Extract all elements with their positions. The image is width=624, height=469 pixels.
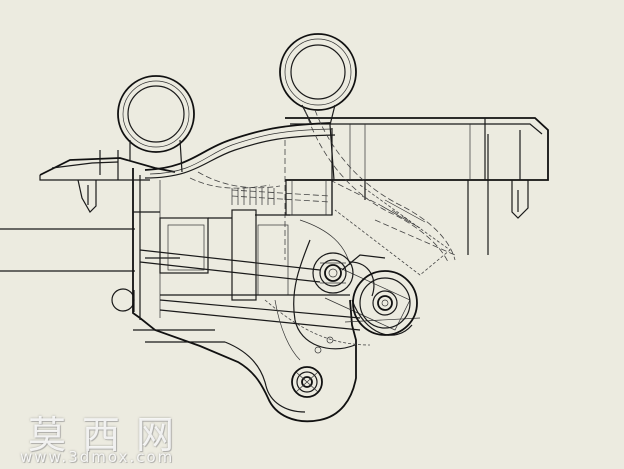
small-details: [231, 188, 426, 354]
bottom-pivot: [291, 366, 323, 398]
upper-pivot: [312, 252, 354, 294]
left-knob: [111, 288, 135, 312]
left-ring: [117, 75, 195, 173]
right-roller: [352, 270, 418, 336]
watermark-chinese: 莫西网: [28, 413, 191, 457]
watermark-url: www.3dmox.com: [20, 448, 175, 466]
swing-path: [189, 109, 456, 276]
top-ring: [279, 33, 357, 181]
inner-parts: [139, 209, 361, 331]
left-rod: [0, 228, 135, 272]
linkage: [264, 239, 421, 361]
curved-arm: [144, 122, 336, 179]
left-plate: [39, 150, 176, 213]
center-block: [285, 128, 333, 216]
top-plate: [285, 117, 549, 255]
